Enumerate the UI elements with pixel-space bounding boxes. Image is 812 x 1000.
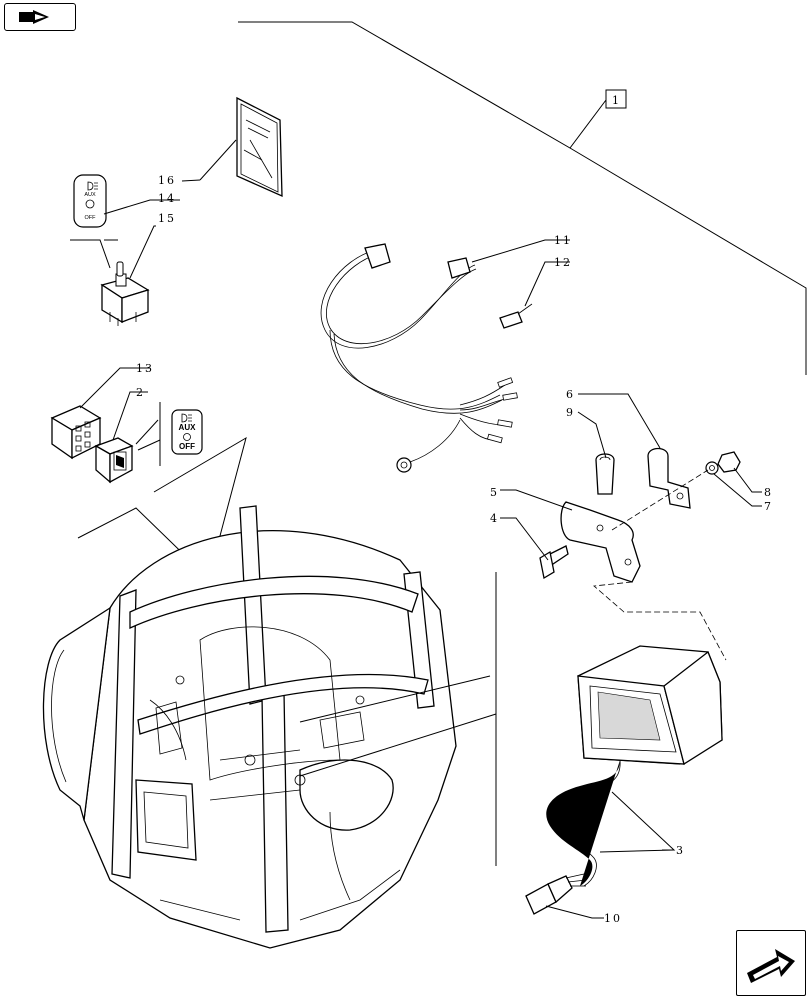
assembly-reference: 1 bbox=[238, 21, 807, 375]
callout-10: 10 bbox=[604, 912, 622, 925]
tractor-cab-frame bbox=[42, 436, 497, 949]
callout-7: 7 bbox=[764, 500, 773, 513]
callout-12: 12 bbox=[554, 256, 572, 269]
mounting-bracket-assembly bbox=[500, 393, 762, 661]
work-lamp bbox=[525, 645, 723, 919]
rocker-switch bbox=[94, 391, 161, 484]
wiring-harness bbox=[320, 239, 570, 473]
next-page-arrow-icon bbox=[747, 949, 795, 983]
aux-switch-plate: AUX OFF bbox=[73, 174, 107, 228]
callout-5: 5 bbox=[490, 486, 499, 499]
callout-6: 6 bbox=[566, 388, 575, 401]
off-label: OFF bbox=[85, 215, 97, 221]
callout-8: 8 bbox=[764, 486, 773, 499]
off-label-small: OFF bbox=[179, 442, 195, 451]
light-icon bbox=[87, 181, 98, 191]
assembly-ref-label: 1 bbox=[612, 94, 621, 107]
callout-16: 16 bbox=[158, 174, 176, 187]
callout-15: 15 bbox=[158, 212, 176, 225]
aux-label-small: AUX bbox=[179, 423, 197, 432]
callout-11: 11 bbox=[554, 234, 572, 247]
top-nav-button[interactable] bbox=[4, 3, 76, 31]
bottom-nav-button[interactable] bbox=[736, 930, 806, 996]
callout-4: 4 bbox=[490, 512, 499, 525]
book-arrow-icon bbox=[19, 10, 49, 24]
toggle-switch bbox=[70, 239, 150, 326]
callout-14: 14 bbox=[158, 192, 176, 205]
callout-labels: 16 14 15 11 12 13 2 6 9 5 4 8 7 3 10 bbox=[103, 174, 773, 925]
relay-block bbox=[50, 367, 150, 460]
callout-9: 9 bbox=[566, 406, 575, 419]
callout-13: 13 bbox=[136, 362, 154, 375]
aux-label: AUX bbox=[84, 192, 96, 198]
aux-switch-plate-small: AUX OFF bbox=[171, 409, 203, 455]
manual-booklet bbox=[199, 96, 283, 198]
callout-2: 2 bbox=[136, 386, 145, 399]
callout-3: 3 bbox=[676, 844, 685, 857]
light-icon-small bbox=[181, 413, 192, 423]
